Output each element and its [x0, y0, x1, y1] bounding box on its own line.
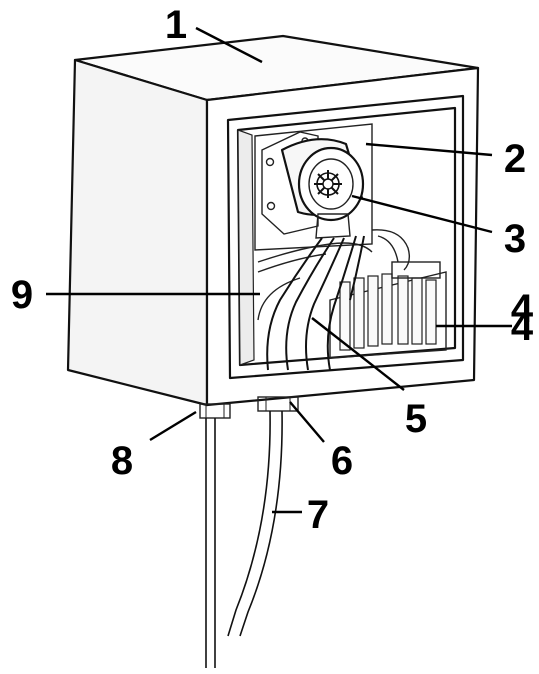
cable-gland-left: [199, 403, 231, 419]
enclosure-inner-wall: [237, 129, 255, 366]
leader-line-8: [149, 410, 197, 442]
leader-line-3: [351, 194, 493, 234]
enclosure-box: [66, 34, 480, 407]
callout-labels: 1 2 3 4 4 5 6 7 8 9: [11, 3, 534, 537]
supply-cable: [205, 410, 283, 668]
callout-4: 4: [511, 305, 534, 349]
motor-actuator: [280, 138, 365, 239]
cable-gland-right: [257, 396, 299, 412]
heat-sink: [329, 261, 447, 359]
callout-9: 9: [11, 273, 33, 317]
motor-face-ring: [308, 158, 354, 210]
leader-line-1: [195, 26, 263, 64]
callout-1: 1: [165, 3, 187, 47]
leader-line-6: [289, 401, 325, 443]
motor-bracket: [261, 131, 319, 235]
bracket-screw: [265, 157, 275, 167]
leader-line-2: [365, 142, 493, 157]
enclosure-left-face: [66, 58, 209, 407]
callout-6: 6: [331, 439, 353, 483]
callout-2: 2: [504, 137, 526, 181]
back-panel-plate: [254, 123, 373, 251]
harness-wire: [371, 229, 411, 271]
heat-sink-top-block: [391, 261, 441, 279]
harness-wire: [377, 235, 399, 263]
gear-icon: [314, 170, 342, 198]
callout-5: 5: [405, 397, 427, 441]
callout-4-top: 4: [511, 287, 534, 331]
motor-neck: [315, 213, 351, 239]
back-panel: [254, 123, 373, 251]
internal-cable: [266, 235, 365, 371]
leader-lines: [46, 26, 512, 514]
callout-8: 8: [111, 439, 133, 483]
callout-7: 7: [307, 493, 329, 537]
callout-3: 3: [504, 217, 526, 261]
bracket-screw: [266, 201, 276, 211]
harness-wire: [257, 253, 327, 273]
leader-line-5: [311, 317, 405, 391]
